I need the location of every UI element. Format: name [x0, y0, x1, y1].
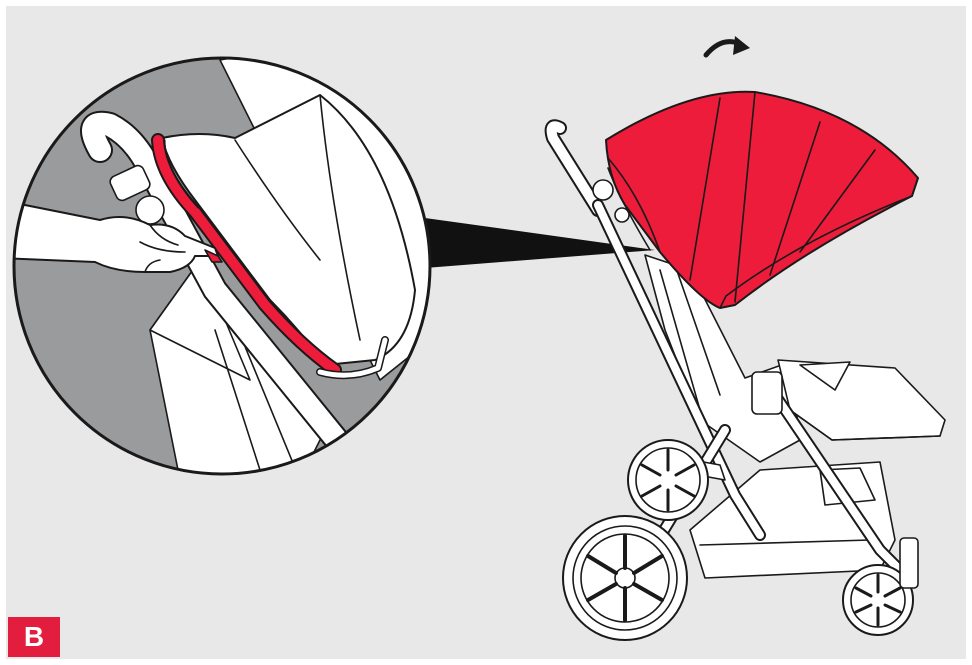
step-label-text: B [23, 621, 45, 652]
illustration-canvas [12, 36, 946, 641]
canopy [605, 90, 919, 309]
stroller-illustration [544, 90, 946, 641]
callout-pointer [425, 218, 655, 268]
rear-wheel-far [627, 439, 709, 521]
hand-icon [14, 199, 223, 273]
step-label-badge: B [8, 617, 60, 657]
curved-arrow-icon [703, 36, 750, 58]
zoom-callout [12, 56, 432, 476]
front-wheel [842, 537, 919, 636]
rear-wheel [562, 515, 688, 641]
